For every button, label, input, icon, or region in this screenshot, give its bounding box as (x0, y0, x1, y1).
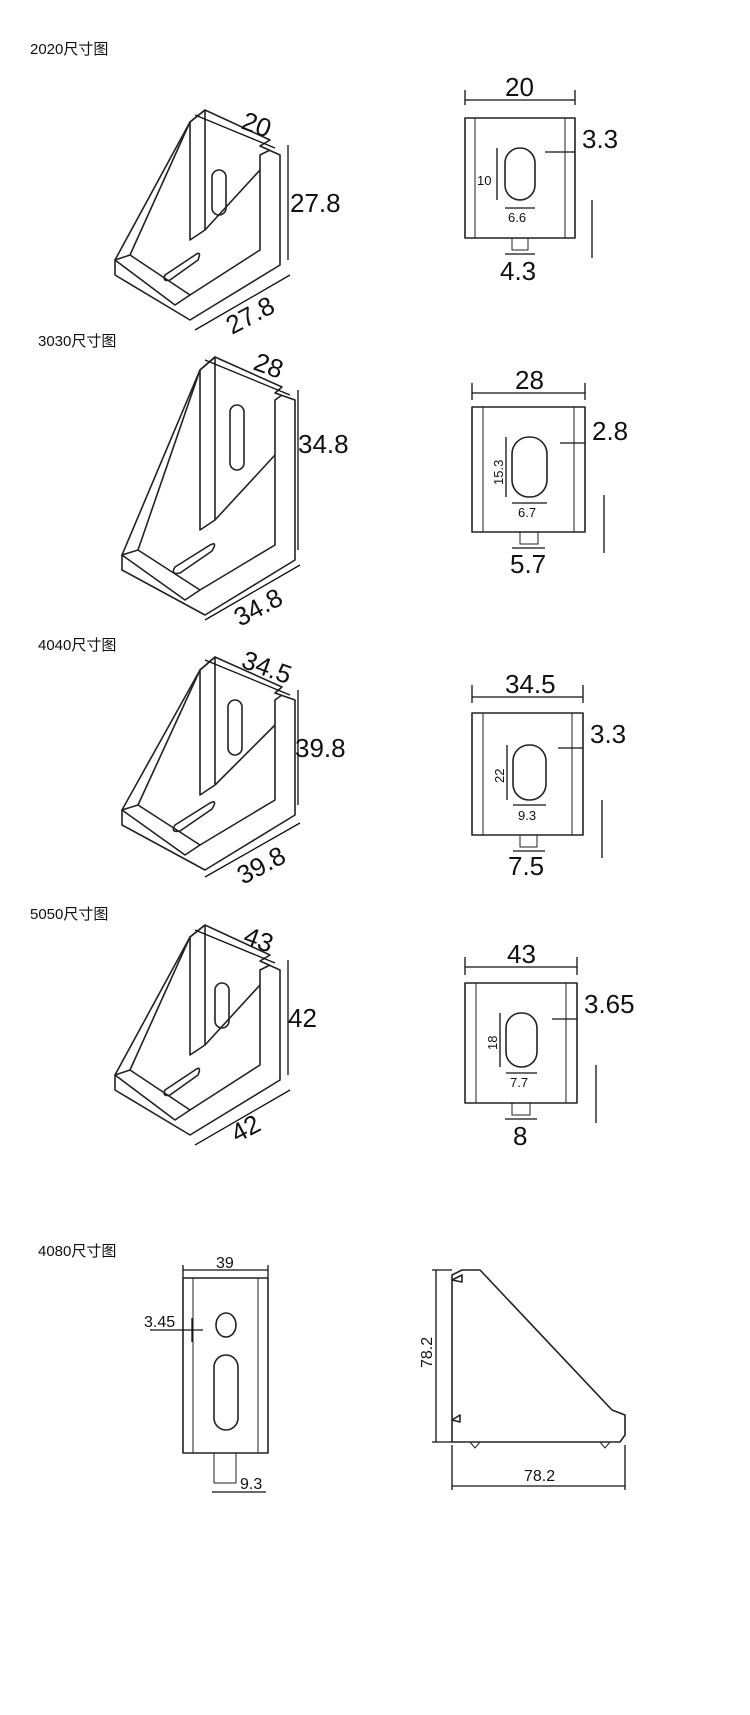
iso-depth-dim: 27.8 (221, 290, 280, 340)
side-width-dim: 78.2 (524, 1468, 555, 1485)
front-width-dim: 20 (505, 72, 534, 102)
iso-depth-dim: 34.8 (229, 582, 288, 632)
bracket-2020-drawing: 20 27.8 27.8 20 10 6.6 3.3 4.3 (114, 72, 618, 340)
front-view: 34.5 22 9.3 3.3 7.5 (471, 669, 626, 881)
isometric-view: 28 34.8 34.8 (121, 346, 349, 632)
section-title-4040: 4040尺寸图 (38, 637, 117, 654)
wall-dim: 2.8 (592, 416, 628, 446)
tab-width-dim: 8 (513, 1121, 527, 1151)
section-title-5050: 5050尺寸图 (30, 906, 109, 923)
slot-height-dim: 10 (477, 173, 491, 188)
slot-height-dim: 22 (492, 769, 507, 783)
bracket-3030-drawing: 28 34.8 34.8 28 15.3 6.7 2.8 5.7 (121, 346, 628, 632)
bracket-4040-drawing: 34.5 39.8 39.8 34.5 22 9.3 3.3 7.5 (121, 644, 626, 890)
slot-width-dim: 9.3 (240, 1476, 262, 1493)
bracket-5050-drawing: 43 42 42 43 18 7.7 3.65 8 (114, 920, 635, 1151)
section-title-4080: 4080尺寸图 (38, 1243, 117, 1260)
front-view: 28 15.3 6.7 2.8 5.7 (471, 365, 628, 579)
front-view-4080: 39 3.45 9.3 (144, 1255, 269, 1493)
iso-height-dim: 34.8 (298, 429, 349, 459)
slot-width-dim: 7.7 (510, 1075, 528, 1090)
iso-top-dim: 43 (240, 920, 277, 958)
iso-top-dim: 34.5 (238, 644, 296, 690)
wall-dim: 3.65 (584, 989, 635, 1019)
front-width-dim: 34.5 (505, 669, 556, 699)
iso-height-dim: 39.8 (295, 733, 346, 763)
section-title-3030: 3030尺寸图 (38, 333, 117, 350)
iso-height-dim: 42 (288, 1003, 317, 1033)
slot-height-dim: 15.3 (491, 460, 506, 485)
tab-width-dim: 4.3 (500, 256, 536, 286)
isometric-view: 20 27.8 27.8 (114, 105, 341, 340)
slot-width-dim: 6.7 (518, 505, 536, 520)
front-view: 43 18 7.7 3.65 8 (464, 939, 635, 1151)
slot-width-dim: 6.6 (508, 210, 526, 225)
front-view: 20 10 6.6 3.3 4.3 (464, 72, 618, 286)
front-width-dim: 43 (507, 939, 536, 969)
wall-dim: 3.3 (590, 719, 626, 749)
tab-width-dim: 5.7 (510, 549, 546, 579)
bracket-4080-drawing: 39 3.45 9.3 78.2 78.2 (144, 1255, 626, 1493)
tab-width-dim: 7.5 (508, 851, 544, 881)
isometric-view: 43 42 42 (114, 920, 317, 1148)
slot-height-dim: 18 (485, 1036, 500, 1050)
iso-height-dim: 27.8 (290, 188, 341, 218)
isometric-view: 34.5 39.8 39.8 (121, 644, 346, 890)
iso-top-dim: 28 (250, 346, 287, 384)
slot-width-dim: 9.3 (518, 808, 536, 823)
side-view-4080: 78.2 78.2 (419, 1269, 626, 1490)
iso-top-dim: 20 (238, 105, 275, 143)
iso-depth-dim: 42 (226, 1108, 266, 1148)
front-width-dim: 28 (515, 365, 544, 395)
wall-dim: 3.3 (582, 124, 618, 154)
side-height-dim: 78.2 (419, 1337, 436, 1368)
front-width-dim: 39 (216, 1255, 234, 1272)
section-title-2020: 2020尺寸图 (30, 41, 109, 58)
offset-dim: 3.45 (144, 1314, 175, 1331)
